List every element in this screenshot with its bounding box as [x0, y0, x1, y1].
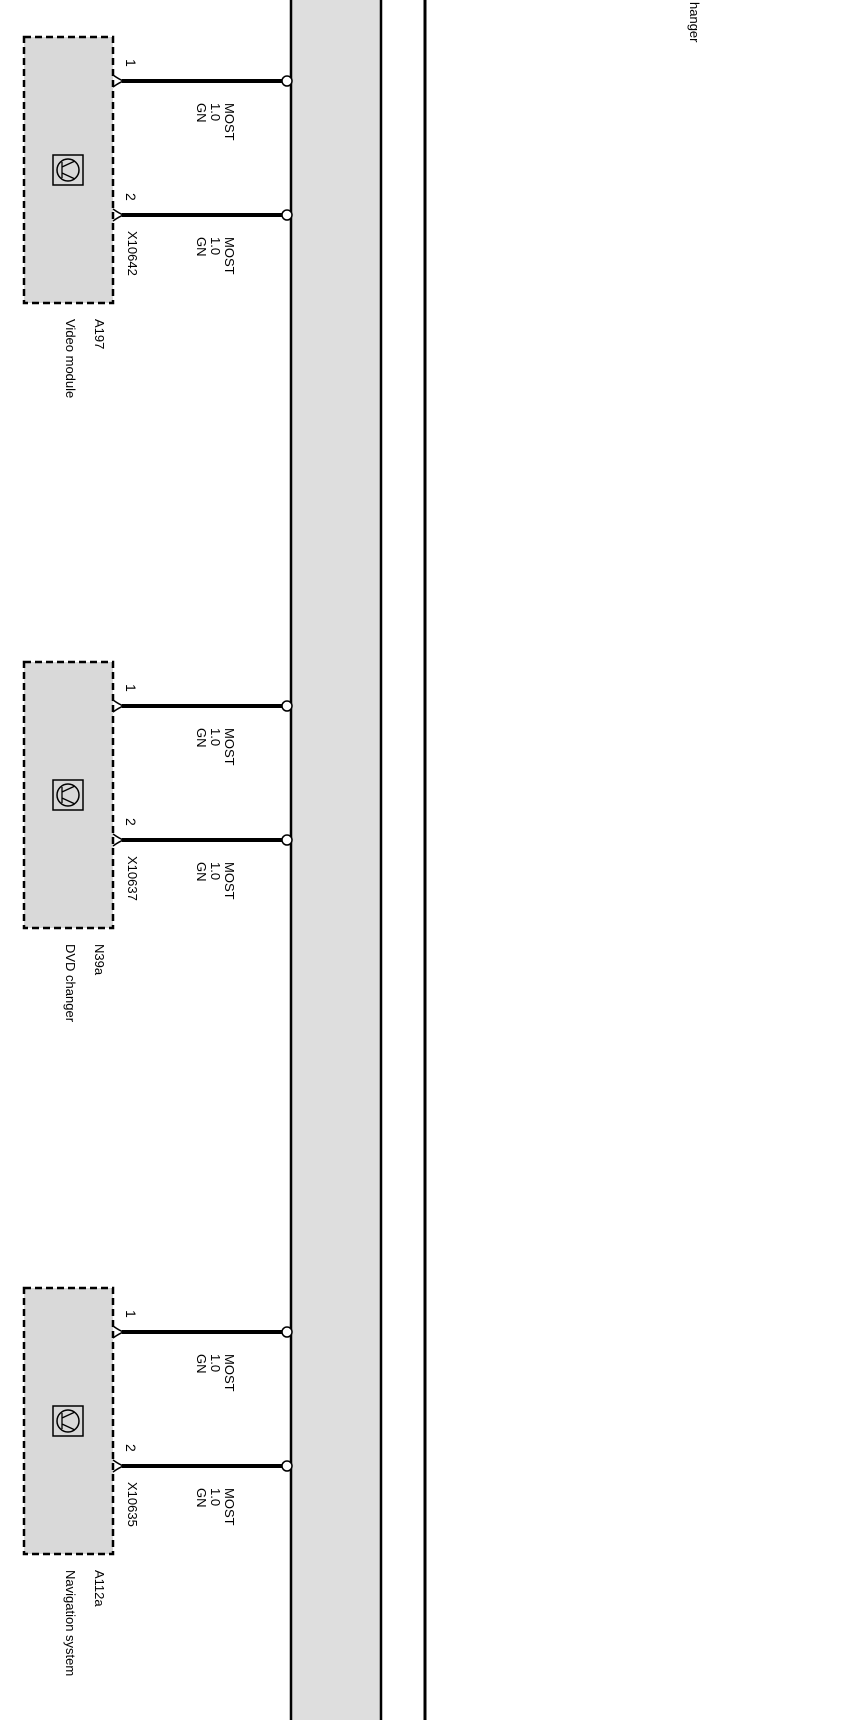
top-partial-label: hanger	[687, 2, 702, 43]
wire-spec-label: GN	[194, 1354, 209, 1374]
connector-fork	[112, 74, 125, 88]
wire-spec-label: 1.0	[208, 237, 223, 256]
pin-number: 1	[123, 1310, 139, 1318]
wire-spec-label: GN	[194, 728, 209, 748]
symbol-frame	[52, 1405, 84, 1437]
wire-spec-label: 1.0	[208, 728, 223, 747]
connector-fork	[112, 208, 125, 222]
component-box	[22, 660, 115, 930]
bus-junction	[281, 75, 293, 87]
wire-spec-label: 1.0	[208, 103, 223, 122]
wire-spec-label: GN	[194, 1488, 209, 1508]
most-bus-bar	[289, 0, 383, 1725]
component-id: A197	[92, 319, 107, 350]
pin-number: 2	[123, 193, 139, 201]
wire-spec-label: GN	[194, 237, 209, 257]
wire-spec-label: 1.0	[208, 862, 223, 881]
wire-spec-label: GN	[194, 862, 209, 882]
connector-id: X10637	[125, 856, 140, 901]
transistor-symbol-icon	[56, 158, 80, 182]
bus-junction	[281, 1460, 293, 1472]
wire-spec-label: MOST	[222, 103, 237, 141]
component-box	[22, 1286, 115, 1556]
wire-spec-label: MOST	[222, 862, 237, 900]
pin-number: 1	[123, 59, 139, 67]
wire-spec-label: MOST	[222, 1354, 237, 1392]
transistor-symbol-icon	[56, 1409, 80, 1433]
connector-id: X10642	[125, 231, 140, 276]
connector-fork	[112, 1459, 125, 1473]
bus-junction	[281, 834, 293, 846]
symbol-frame	[52, 779, 84, 811]
component-id: N39a	[92, 944, 107, 976]
connector-fork	[112, 699, 125, 713]
component-name: DVD changer	[63, 944, 78, 1023]
connector-fork	[112, 1325, 125, 1339]
transistor-symbol-lines	[61, 160, 76, 180]
connector-id: X10635	[125, 1482, 140, 1527]
component-box	[22, 35, 115, 305]
bus-junction	[281, 700, 293, 712]
component-id: A112a	[92, 1570, 107, 1607]
transistor-symbol-lines	[61, 1411, 76, 1431]
wire-spec-label: MOST	[222, 237, 237, 275]
component-name: Video module	[63, 319, 78, 399]
pin-number: 2	[123, 1444, 139, 1452]
wire-spec-label: 1.0	[208, 1488, 223, 1507]
bus-junction	[281, 209, 293, 221]
bus-junction	[281, 1326, 293, 1338]
wire-spec-label: GN	[194, 103, 209, 123]
transistor-symbol-lines	[61, 785, 76, 805]
wire-spec-label: 1.0	[208, 1354, 223, 1373]
symbol-frame	[52, 154, 84, 186]
wire-spec-label: MOST	[222, 728, 237, 766]
component-name: Navigation system	[63, 1570, 78, 1677]
pin-number: 1	[123, 684, 139, 692]
pin-number: 2	[123, 818, 139, 826]
transistor-symbol-icon	[56, 783, 80, 807]
connector-fork	[112, 833, 125, 847]
wire-spec-label: MOST	[222, 1488, 237, 1526]
